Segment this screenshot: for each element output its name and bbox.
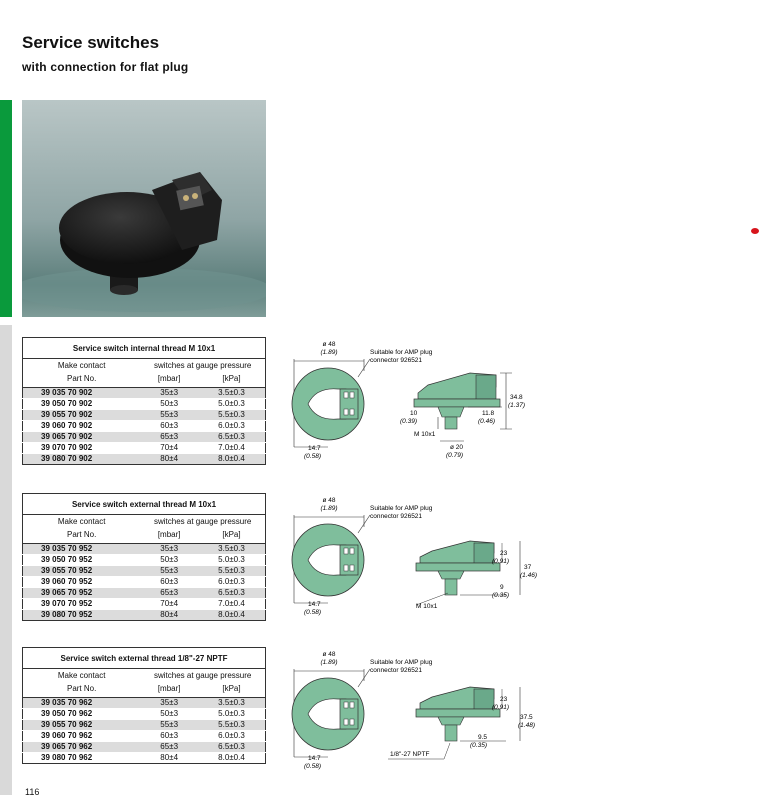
amp-note: connector 926521: [370, 513, 422, 520]
spec-table-2: Service switch external thread M 10x1 Ma…: [22, 493, 266, 621]
amp-note: connector 926521: [370, 357, 422, 364]
table-caption: Service switch internal thread M 10x1: [22, 337, 266, 359]
col-header: Make contact: [57, 517, 106, 526]
dim-h2-in: (1.46): [520, 572, 537, 579]
unit-header: [kPa]: [222, 530, 241, 539]
dim-left-in: (0.58): [304, 453, 321, 460]
thread-label: 1/8"-27 NPTF: [390, 751, 430, 758]
marker-dot: [751, 228, 759, 234]
amp-note: Suitable for AMP plug: [370, 659, 433, 666]
unit-header: [mbar]: [157, 684, 181, 693]
page-number: 116: [25, 787, 40, 797]
dim-h3-in: (0.35): [492, 592, 509, 599]
unit-header: [kPa]: [222, 684, 241, 693]
col-header: switches at gauge pressure: [153, 517, 252, 526]
amp-note: Suitable for AMP plug: [370, 505, 433, 512]
table-caption: Service switch external thread M 10x1: [22, 493, 266, 515]
dim-a: 10: [410, 410, 418, 417]
dim-diameter-in: (1.89): [321, 349, 338, 356]
dim-height-in: (1.37): [508, 402, 525, 409]
amp-note: Suitable for AMP plug: [370, 349, 433, 356]
unit-header: [kPa]: [222, 374, 241, 383]
dim-base: ø 20: [450, 444, 463, 451]
dim-h2: 37: [524, 564, 532, 571]
col-header: Make contact: [57, 671, 106, 680]
dim-a-in: (0.39): [400, 418, 417, 425]
dim-b: 11.8: [482, 410, 495, 417]
thread-label: M 10x1: [414, 431, 436, 438]
technical-drawing-2: ø 48 (1.89) Suitable for AMP plug connec…: [288, 493, 548, 633]
technical-drawing-3: ø 48 (1.89) Suitable for AMP plug connec…: [288, 647, 548, 787]
dim-left-in: (0.58): [304, 609, 321, 616]
dim-diameter-in: (1.89): [321, 505, 338, 512]
side-bar: [0, 325, 12, 795]
col-header: Make contact: [57, 361, 106, 370]
dim-diameter: ø 48: [322, 497, 335, 504]
spec-table-3: Service switch external thread 1/8"-27 N…: [22, 647, 266, 764]
dim-diameter-in: (1.89): [321, 659, 338, 666]
dim-h3: 9.5: [478, 734, 487, 741]
dim-base-in: (0.79): [446, 452, 463, 459]
accent-bar: [0, 100, 12, 317]
technical-drawing-1: ø 48 (1.89) Suitable for AMP plug connec…: [288, 337, 548, 477]
dim-h3-in: (0.35): [470, 742, 487, 749]
dim-h2-in: (1.48): [518, 722, 535, 729]
spec-table-1: Service switch internal thread M 10x1 Ma…: [22, 337, 266, 465]
dim-diameter: ø 48: [322, 341, 335, 348]
dim-h1: 23: [500, 696, 508, 703]
unit-header: [mbar]: [157, 374, 181, 383]
col-header: Part No.: [66, 530, 97, 539]
dim-h1: 23: [500, 550, 508, 557]
product-photo: [22, 100, 266, 317]
dim-h3: 9: [500, 584, 504, 591]
col-header: switches at gauge pressure: [153, 671, 252, 680]
dim-diameter: ø 48: [322, 651, 335, 658]
dim-height: 34.8: [510, 394, 523, 401]
col-header: Part No.: [66, 684, 97, 693]
table-caption: Service switch external thread 1/8"-27 N…: [22, 647, 266, 669]
page-title: Service switches: [22, 33, 160, 52]
dim-b-in: (0.46): [478, 418, 495, 425]
dim-h2: 37.5: [520, 714, 533, 721]
dim-left-in: (0.58): [304, 763, 321, 770]
dim-h1-in: (0.91): [492, 704, 509, 711]
unit-header: [mbar]: [157, 530, 181, 539]
dim-h1-in: (0.91): [492, 558, 509, 565]
dim-left: 14.7: [308, 755, 321, 762]
thread-label: M 10x1: [416, 603, 438, 610]
col-header: switches at gauge pressure: [153, 361, 252, 370]
dim-left: 14.7: [308, 601, 321, 608]
amp-note: connector 926521: [370, 667, 422, 674]
col-header: Part No.: [66, 374, 97, 383]
dim-left: 14.7: [308, 445, 321, 452]
page-subtitle: with connection for flat plug: [22, 60, 189, 74]
